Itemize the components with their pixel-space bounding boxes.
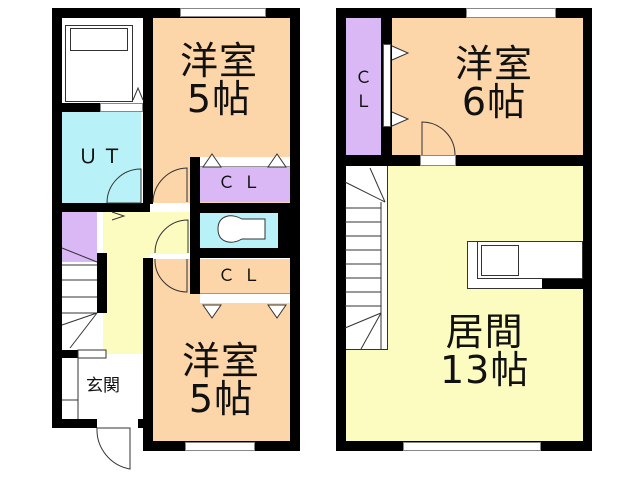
room-label-closet-side: Ｃ Ｌ: [355, 68, 372, 112]
room-name: 洋室: [180, 39, 259, 83]
bathtub: [65, 25, 133, 102]
room-size: 5帖: [188, 377, 254, 421]
western-room-bottom: [153, 259, 290, 441]
room-name: 洋室: [182, 339, 261, 383]
bathtub-basin: [70, 28, 128, 51]
window: [466, 8, 556, 18]
western-room-6: [392, 17, 583, 155]
room-size: 6帖: [461, 80, 527, 124]
kitchen-sink-area: [477, 241, 583, 279]
room-label-utility: ＵＴ: [78, 144, 126, 168]
room-size: 13帖: [440, 348, 530, 392]
room-name: 洋室: [455, 42, 534, 86]
room-label-closet-bottom: ＣＬ: [218, 266, 268, 286]
room-size: 5帖: [186, 77, 252, 121]
door-opening: [420, 155, 456, 166]
window: [185, 442, 255, 451]
room-label-living: 居間 13帖: [440, 313, 529, 389]
closet-top: [200, 167, 290, 202]
room-label-entrance: 玄関: [86, 376, 120, 396]
room-label-closet-top: ＣＬ: [218, 173, 268, 193]
room-label-western-bottom: 洋室 5帖: [182, 342, 260, 418]
entrance: [62, 355, 150, 428]
utility-room: [62, 112, 141, 204]
storage-under-stairs: [62, 212, 97, 262]
kitchen-sink: [481, 245, 519, 276]
room-label-western-top: 洋室 5帖: [180, 42, 258, 118]
window: [180, 8, 266, 17]
closet-side: [345, 17, 381, 155]
window: [100, 103, 143, 112]
hallway-lower: [103, 212, 150, 354]
room-label-western-6: 洋室 6帖: [455, 45, 533, 121]
room-name: 居間: [445, 310, 524, 354]
window: [403, 442, 541, 451]
